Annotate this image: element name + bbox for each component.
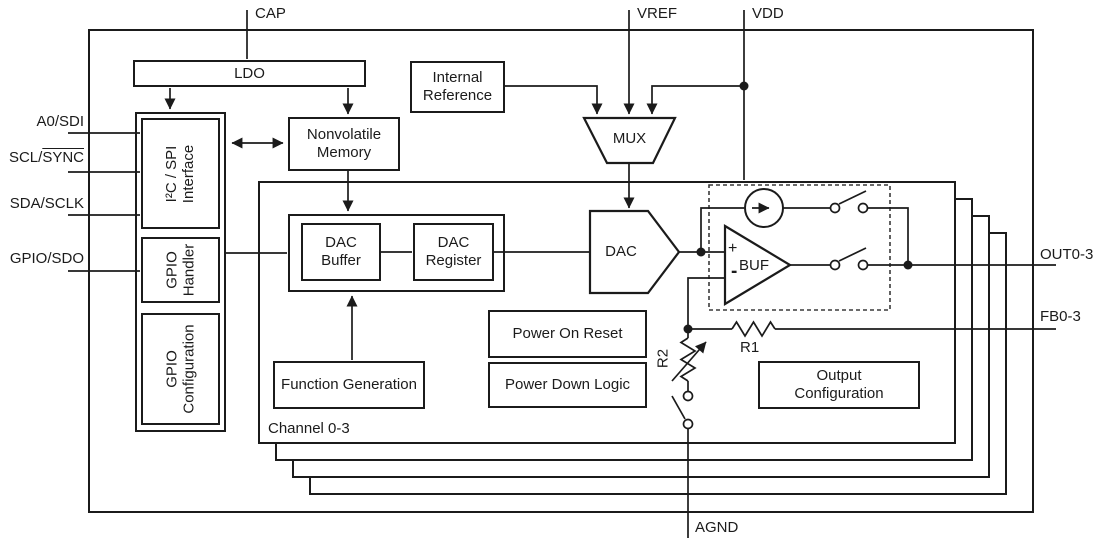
nvm-label-line1: Nonvolatile <box>306 126 382 143</box>
a0-sdi-pin-label: A0/SDI <box>36 113 84 130</box>
gpio-handler-label-line1: GPIO <box>163 251 181 289</box>
function-generation-label: Function Generation <box>281 376 417 393</box>
r2-label: R2 <box>654 348 672 369</box>
i2c-spi-interface-block: I²C / SPI Interface <box>141 118 220 229</box>
i2c-spi-label-line2: Interface <box>180 144 198 203</box>
dac-buffer-label-line2: Buffer <box>321 252 361 269</box>
internal-reference-label-line1: Internal <box>432 69 483 86</box>
dac-register-label-line1: DAC <box>437 234 470 251</box>
i2c-spi-label-line1: I²C / SPI <box>163 145 181 202</box>
sda-sclk-pin-label: SDA/SCLK <box>9 195 84 212</box>
buf-minus-sign: - <box>731 261 738 282</box>
out0-3-pin-label: OUT0-3 <box>1040 246 1094 263</box>
ldo-label: LDO <box>234 64 265 82</box>
ldo-block: LDO <box>133 60 366 87</box>
gpio-handler-block: GPIO Handler <box>141 237 220 303</box>
power-on-reset-label: Power On Reset <box>512 325 623 342</box>
gpio-handler-label-line2: Handler <box>180 243 198 297</box>
vref-pin-label: VREF <box>637 5 678 22</box>
gpio-configuration-label-line2: Configuration <box>180 324 198 414</box>
gpio-configuration-block: GPIO Configuration <box>141 313 220 425</box>
output-configuration-label-line1: Output <box>816 367 862 384</box>
vdd-pin-label: VDD <box>752 5 784 22</box>
gpio-sdo-pin-label: GPIO/SDO <box>9 250 84 267</box>
dac-register-block: DAC Register <box>413 223 494 281</box>
cap-pin-label: CAP <box>255 5 286 22</box>
output-configuration-label-line2: Configuration <box>794 385 884 402</box>
power-down-logic-block: Power Down Logic <box>488 362 647 408</box>
agnd-pin-label: AGND <box>695 519 739 536</box>
buf-plus-sign: + <box>728 240 738 257</box>
function-generation-block: Function Generation <box>273 361 425 409</box>
output-configuration-block: Output Configuration <box>758 361 920 409</box>
dac-buffer-label-line1: DAC <box>325 234 357 251</box>
nvm-label-line2: Memory <box>316 144 372 161</box>
mux-label: MUX <box>612 130 647 147</box>
r1-label: R1 <box>740 339 760 356</box>
nonvolatile-memory-block: Nonvolatile Memory <box>288 117 400 171</box>
internal-reference-block: Internal Reference <box>410 61 505 113</box>
scl-sync-pin-label: SCL/SYNC <box>8 149 84 166</box>
gpio-configuration-label-line1: GPIO <box>163 350 181 388</box>
channel-label: Channel 0-3 <box>268 420 350 437</box>
fb0-3-pin-label: FB0-3 <box>1040 308 1081 325</box>
internal-reference-label-line2: Reference <box>422 87 493 104</box>
dac-buffer-block: DAC Buffer <box>301 223 381 281</box>
dac-register-label-line2: Register <box>425 252 482 269</box>
buf-label: BUF <box>739 257 769 274</box>
dac-label: DAC <box>605 243 637 260</box>
power-on-reset-block: Power On Reset <box>488 310 647 358</box>
power-down-logic-label: Power Down Logic <box>504 376 631 393</box>
